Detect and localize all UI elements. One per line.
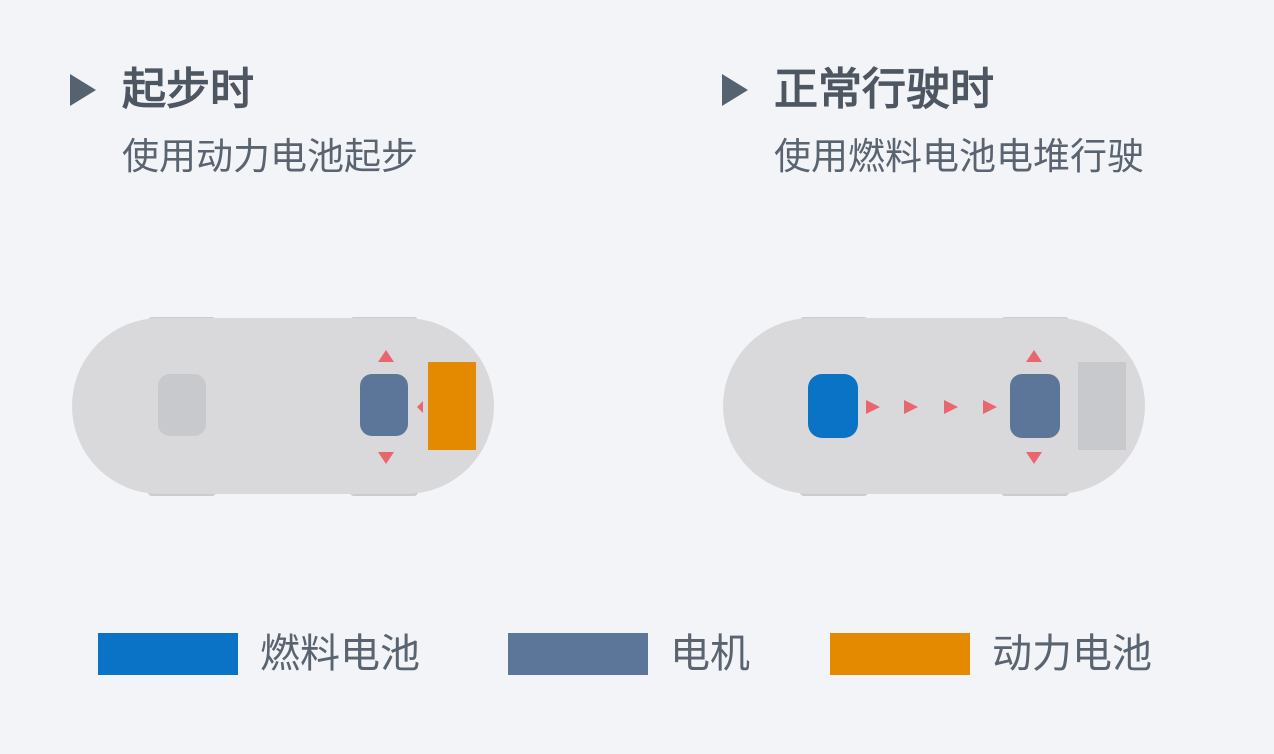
arrow-right-icon	[983, 400, 997, 414]
car-start	[72, 317, 494, 496]
arrow-right-icon	[904, 400, 918, 414]
legend-item-fuel-cell: 燃料电池	[98, 633, 420, 675]
section-title-text: 正常行驶时	[774, 64, 994, 115]
play-triangle-icon	[722, 74, 748, 106]
legend-item-motor: 电机	[508, 633, 750, 675]
legend-label: 动力电池	[992, 631, 1152, 677]
legend-label: 电机	[670, 631, 750, 677]
motor-block	[1010, 374, 1060, 438]
section-desc-driving: 使用燃料电池电堆行驶	[774, 135, 1144, 178]
play-triangle-icon	[70, 74, 96, 106]
legend-label: 燃料电池	[260, 631, 420, 677]
legend-swatch	[98, 633, 238, 675]
arrow-right-icon	[866, 400, 880, 414]
arrow-up-icon	[1026, 350, 1042, 362]
car-driving	[723, 317, 1145, 496]
arrow-down-icon	[1026, 452, 1042, 464]
section-desc-start: 使用动力电池起步	[122, 135, 418, 178]
section-title-text: 起步时	[122, 64, 254, 115]
section-title-driving: 正常行驶时	[722, 68, 994, 112]
legend-swatch	[830, 633, 970, 675]
legend-swatch	[508, 633, 648, 675]
component-placeholder	[158, 374, 206, 436]
arrow-down-icon	[378, 452, 394, 464]
component-placeholder	[1078, 362, 1126, 450]
motor-block	[360, 374, 408, 436]
fuel-cell-block	[808, 374, 858, 438]
legend-item-power-battery: 动力电池	[830, 633, 1152, 675]
section-title-start: 起步时	[70, 68, 254, 112]
arrow-up-icon	[378, 350, 394, 362]
arrow-right-icon	[944, 400, 958, 414]
arrow-left-icon	[417, 401, 423, 413]
power-battery-block	[428, 362, 476, 450]
